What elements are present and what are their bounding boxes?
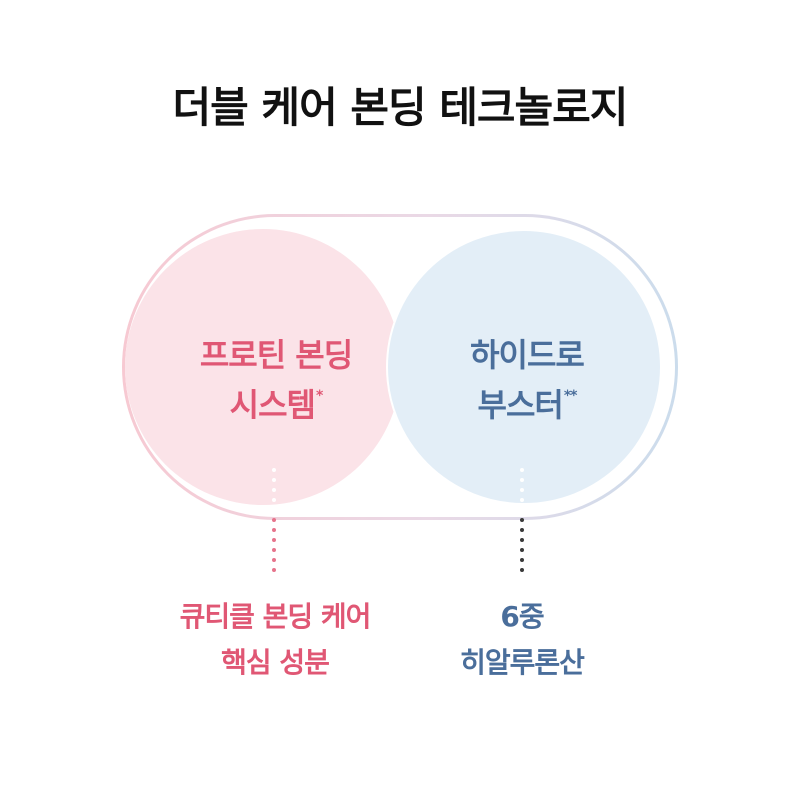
protein-bonding-line2-text: 시스템 — [229, 386, 316, 424]
connector-dot — [520, 568, 524, 572]
connector-dot — [272, 558, 276, 562]
protein-bonding-label: 프로틴 본딩 시스템* — [138, 330, 414, 437]
connector-dot — [272, 548, 276, 552]
hyaluronic-acid-caption: 6중 히알루론산 — [362, 594, 682, 686]
hydro-booster-circle — [386, 229, 662, 505]
connector-dot — [520, 558, 524, 562]
hydro-booster-line2: 부스터** — [389, 380, 665, 437]
connector-dot — [272, 498, 276, 502]
footnote-mark-single: * — [316, 388, 323, 404]
connector-dot — [272, 488, 276, 492]
footnote-mark-double: ** — [563, 388, 578, 404]
connector-dot — [272, 568, 276, 572]
hyaluronic-acid-caption-line1: 6중 — [500, 600, 544, 633]
connector-dot — [272, 528, 276, 532]
connector-dot — [272, 518, 276, 522]
connector-dot — [520, 508, 524, 512]
connector-dot — [272, 538, 276, 542]
protein-bonding-circle — [125, 229, 401, 505]
connector-dot — [520, 528, 524, 532]
cuticle-bonding-caption-line1: 큐티클 본딩 케어 — [179, 600, 372, 633]
hydro-booster-line1: 하이드로 — [470, 336, 585, 374]
cuticle-bonding-caption: 큐티클 본딩 케어 핵심 성분 — [115, 594, 435, 686]
cuticle-bonding-caption-line2: 핵심 성분 — [221, 646, 330, 679]
connector-dot — [520, 498, 524, 502]
connector-dot — [520, 488, 524, 492]
right-dotted-connector — [520, 468, 524, 572]
left-dotted-connector — [272, 468, 276, 572]
hyaluronic-acid-caption-line2: 히알루론산 — [460, 646, 585, 679]
connector-dot — [520, 548, 524, 552]
connector-dot — [520, 518, 524, 522]
connector-dot — [272, 508, 276, 512]
connector-dot — [520, 468, 524, 472]
connector-dot — [520, 478, 524, 482]
protein-bonding-line1: 프로틴 본딩 — [199, 336, 353, 374]
hydro-booster-line2-text: 부스터 — [477, 386, 564, 424]
protein-bonding-line2: 시스템* — [138, 380, 414, 437]
connector-dot — [272, 478, 276, 482]
hydro-booster-label: 하이드로 부스터** — [389, 330, 665, 437]
connector-dot — [272, 468, 276, 472]
page-title: 더블 케어 본딩 테크놀로지 — [172, 83, 629, 132]
connector-dot — [520, 538, 524, 542]
